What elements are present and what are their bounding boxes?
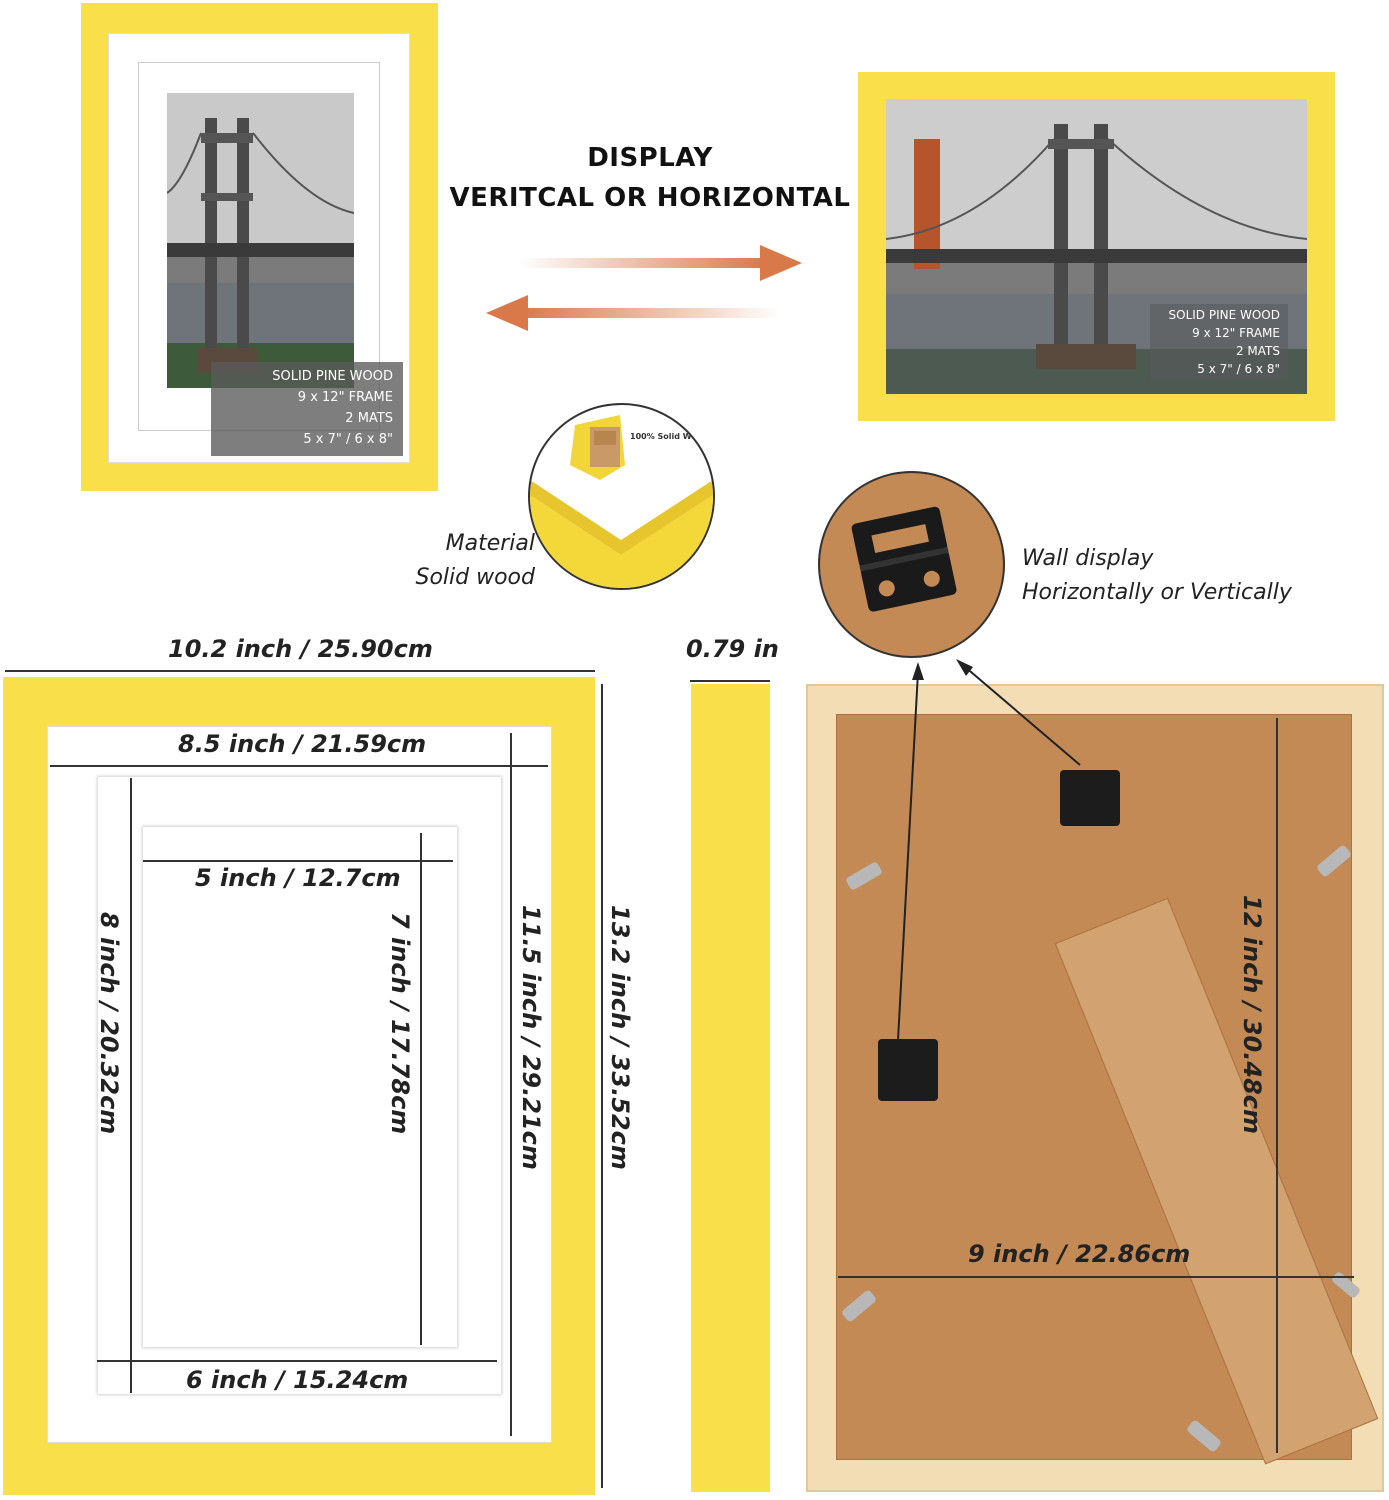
caption-h-line-3: 2 MATS — [1235, 344, 1280, 358]
caption-line-3: 2 MATS — [345, 411, 393, 426]
caption-box-horizontal: SOLID PINE WOOD 9 x 12" FRAME 2 MATS 5 x… — [1150, 304, 1288, 380]
photo-height-line — [420, 833, 422, 1345]
wood-profile-illustration — [530, 415, 713, 588]
back-hanger-top — [1060, 770, 1120, 826]
frame-depth-profile — [691, 684, 770, 1492]
back-height-line — [1276, 718, 1278, 1453]
caption-line-1: SOLID PINE WOOD — [272, 369, 393, 384]
bridge-photo-horizontal — [886, 99, 1307, 394]
back-height-label: 12 inch / 30.48cm — [1238, 895, 1266, 1135]
back-width-line — [838, 1276, 1354, 1278]
material-line-2: Solid wood — [415, 565, 536, 590]
bridge-photo-vertical — [167, 93, 354, 388]
caption-line-4: 5 x 7" / 6 x 8" — [303, 432, 393, 447]
inner-mat-width-label: 6 inch / 15.24cm — [186, 1366, 409, 1394]
caption-h-line-4: 5 x 7" / 6 x 8" — [1197, 362, 1280, 376]
material-line-1: Material — [445, 531, 535, 556]
bridge-illustration — [167, 93, 354, 388]
front-photo-area — [143, 827, 457, 1347]
depth-line — [690, 680, 770, 682]
depth-label: 0.79 in — [686, 635, 779, 663]
back-frame — [806, 684, 1384, 1492]
caption-line-2: 9 x 12" FRAME — [297, 390, 393, 405]
inner-mat-height-line — [130, 778, 132, 1393]
mat-height-label: 11.5 inch / 29.21cm — [517, 905, 545, 1170]
photo-width-line — [143, 860, 453, 862]
outer-height-label: 13.2 inch / 33.52cm — [606, 905, 634, 1170]
inner-mat-width-line — [97, 1360, 497, 1362]
photo-width-label: 5 inch / 12.7cm — [195, 864, 401, 892]
outer-height-line — [601, 684, 603, 1488]
display-headline: DISPLAY VERITCAL OR HORIZONTAL — [440, 138, 860, 218]
sawtooth-hanger-icon — [851, 506, 957, 612]
hanger-pointer-lines — [897, 659, 1081, 1041]
wall-line-1: Wall display — [1022, 546, 1154, 571]
caption-h-line-1: SOLID PINE WOOD — [1168, 308, 1281, 322]
material-detail-circle: 100% Solid Wood — [530, 405, 713, 588]
front-frame — [3, 677, 595, 1495]
caption-h-line-2: 9 x 12" FRAME — [1192, 326, 1280, 340]
mat-width-line — [50, 765, 548, 767]
arrows-graphic — [486, 245, 802, 331]
headline-line-2: VERITCAL OR HORIZONTAL — [449, 183, 851, 213]
back-width-label: 9 inch / 22.86cm — [968, 1240, 1191, 1268]
hanger-detail-circle — [820, 473, 1003, 656]
horizontal-frame: SOLID PINE WOOD 9 x 12" FRAME 2 MATS 5 x… — [858, 72, 1335, 421]
headline-line-1: DISPLAY — [587, 143, 713, 173]
arrow-right-icon — [520, 245, 802, 281]
photo-height-label: 7 inch / 17.78cm — [386, 912, 414, 1135]
inner-mat-height-label: 8 inch / 20.32cm — [95, 912, 123, 1135]
back-hanger-left — [878, 1039, 938, 1101]
vertical-frame: SOLID PINE WOOD 9 x 12" FRAME 2 MATS 5 x… — [81, 3, 438, 491]
mat-height-line — [510, 733, 512, 1436]
outer-width-line — [5, 670, 595, 672]
material-label: Material Solid wood — [400, 527, 536, 595]
caption-box-vertical: SOLID PINE WOOD 9 x 12" FRAME 2 MATS 5 x… — [211, 362, 403, 456]
wall-line-2: Horizontally or Vertically — [1022, 580, 1292, 605]
mat-width-label: 8.5 inch / 21.59cm — [178, 730, 427, 758]
outer-width-label: 10.2 inch / 25.90cm — [168, 635, 433, 663]
arrow-left-icon — [486, 295, 780, 331]
solid-wood-chip-label: 100% Solid Wood — [630, 432, 709, 441]
wall-display-label: Wall display Horizontally or Vertically — [1022, 542, 1382, 610]
